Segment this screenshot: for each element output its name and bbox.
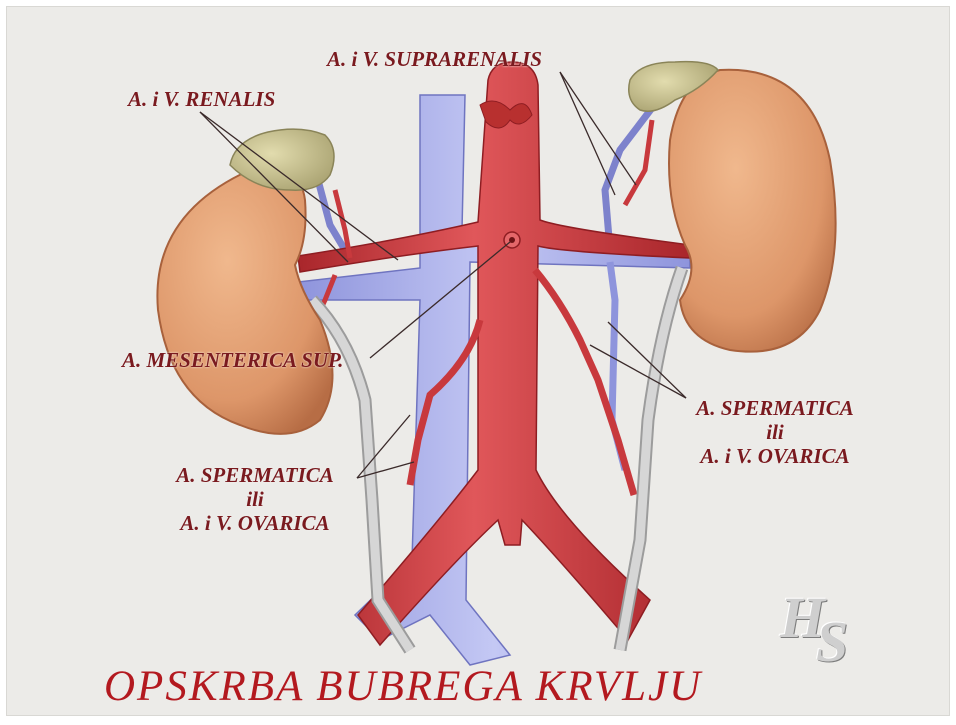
label-spermatica-left-line2: ili xyxy=(152,487,358,511)
label-renalis: A. i V. RENALIS xyxy=(128,87,275,111)
monogram-letter-s: S xyxy=(816,608,848,675)
hs-monogram-logo: H S xyxy=(776,588,876,678)
left-kidney xyxy=(157,168,332,434)
label-spermatica-right-line3: A. i V. OVARICA xyxy=(672,444,878,468)
page-title: OPSKRBA BUBREGA KRVLJU xyxy=(104,662,702,712)
label-spermatica-right-line2: ili xyxy=(672,420,878,444)
right-kidney xyxy=(669,70,836,352)
label-spermatica-right: A. SPERMATICA ili A. i V. OVARICA xyxy=(672,396,878,468)
label-spermatica-left-line1: A. SPERMATICA xyxy=(152,463,358,487)
label-spermatica-left: A. SPERMATICA ili A. i V. OVARICA xyxy=(152,463,358,535)
label-spermatica-left-line3: A. i V. OVARICA xyxy=(152,511,358,535)
label-suprarenalis: A. i V. SUPRARENALIS xyxy=(327,47,542,71)
label-spermatica-right-line1: A. SPERMATICA xyxy=(672,396,878,420)
label-mesenterica-sup: A. MESENTERICA SUP. xyxy=(122,348,343,372)
